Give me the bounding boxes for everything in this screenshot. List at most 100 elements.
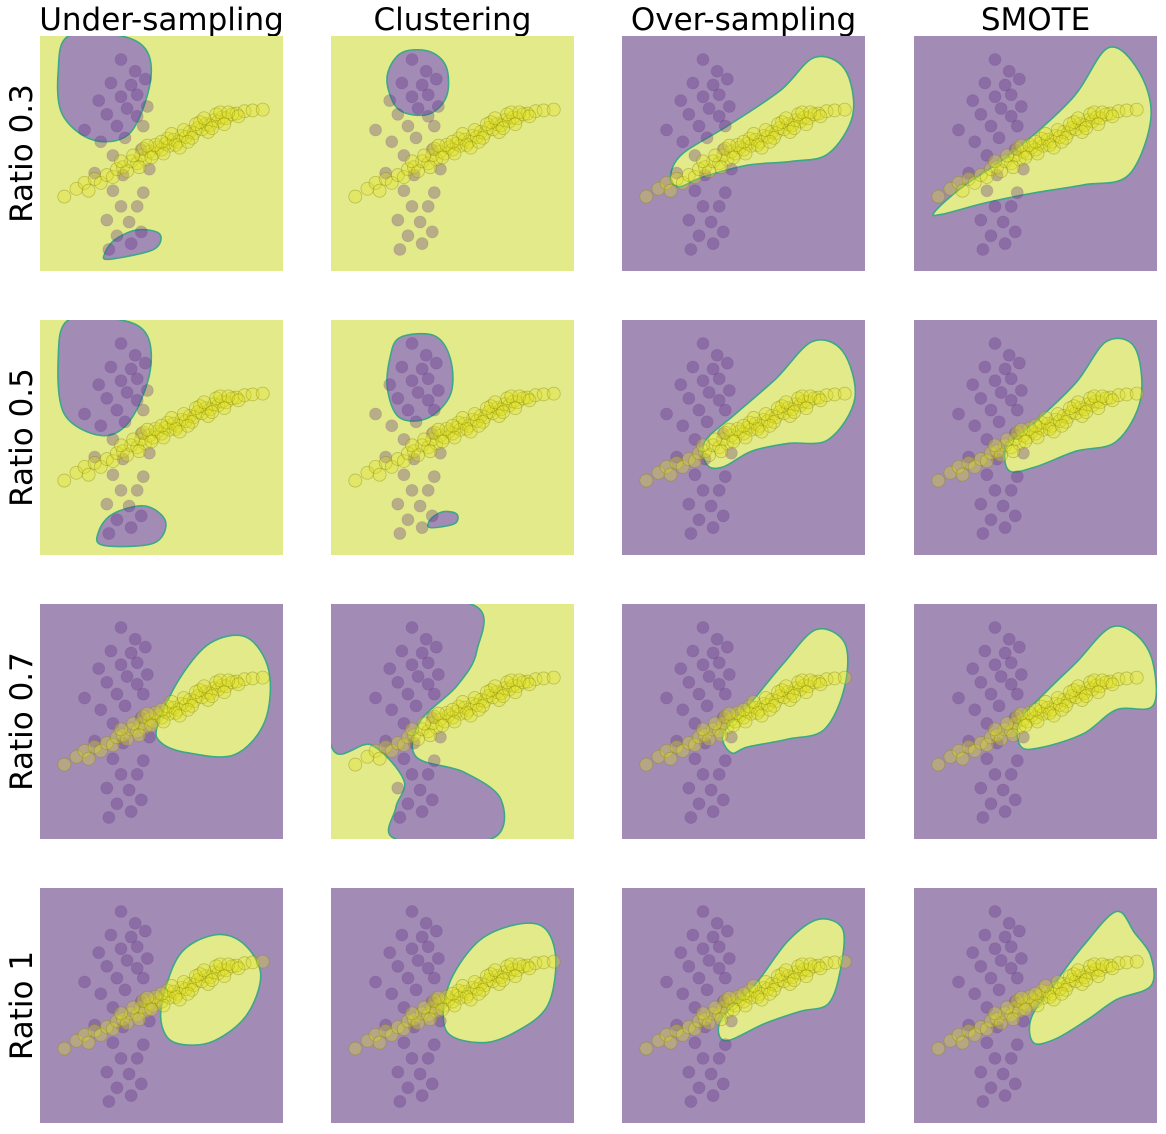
minority-point	[138, 72, 152, 86]
majority-point	[368, 175, 383, 190]
majority-point	[984, 1014, 998, 1029]
minority-point	[980, 184, 994, 198]
minority-point	[992, 415, 1006, 429]
column-title: Over-sampling	[631, 2, 856, 38]
majority-point	[207, 681, 222, 696]
majority-point	[1129, 102, 1144, 117]
majority-point	[781, 685, 795, 700]
majority-point	[1018, 718, 1033, 733]
decision-region	[386, 332, 454, 422]
majority-point	[803, 105, 818, 120]
majority-point	[931, 189, 946, 204]
minority-point	[92, 946, 106, 960]
majority-point	[500, 107, 515, 122]
majority-point	[837, 102, 852, 117]
minority-point	[720, 640, 734, 654]
minority-point	[706, 521, 720, 534]
majority-point	[134, 1000, 149, 1015]
majority-point	[1079, 405, 1094, 419]
majority-point	[211, 114, 226, 129]
majority-point	[482, 689, 496, 703]
minority-point	[78, 691, 91, 705]
majority-point	[698, 1012, 712, 1027]
majority-point	[154, 702, 169, 717]
majority-point	[722, 138, 737, 153]
majority-point	[415, 438, 430, 453]
minority-point	[984, 971, 998, 985]
minority-point	[704, 499, 718, 513]
majority-point	[692, 162, 706, 177]
majority-point	[508, 401, 523, 416]
majority-point	[1091, 685, 1106, 700]
majority-point	[172, 140, 187, 155]
minority-point	[136, 119, 150, 133]
majority-point	[1004, 156, 1019, 171]
majority-point	[1020, 998, 1035, 1013]
majority-point	[191, 973, 205, 987]
minority-point	[670, 734, 684, 748]
minority-point	[94, 987, 108, 1001]
majority-point	[1075, 125, 1089, 139]
minority-point	[92, 662, 106, 676]
majority-point	[714, 444, 729, 459]
majority-point	[754, 992, 769, 1007]
minority-point	[120, 386, 134, 399]
majority-point	[675, 459, 690, 474]
majority-point	[1008, 716, 1023, 731]
majority-point	[766, 698, 781, 713]
minority-point	[710, 64, 724, 78]
majority-point	[99, 452, 114, 466]
majority-point	[702, 1016, 716, 1031]
majority-point	[1008, 148, 1023, 163]
minority-point	[710, 916, 724, 930]
minority-point	[134, 225, 148, 239]
majority-point	[390, 1020, 405, 1034]
minority-point	[976, 811, 990, 824]
minority-point	[1008, 427, 1022, 440]
majority-point	[237, 672, 252, 687]
majority-point	[688, 738, 702, 752]
majority-point	[681, 1020, 696, 1034]
minority-point	[421, 109, 435, 123]
minority-point	[988, 905, 1002, 918]
majority-point	[797, 678, 812, 693]
majority-point	[1020, 146, 1035, 161]
majority-point	[813, 961, 828, 976]
majority-point	[669, 456, 684, 470]
minority-point	[716, 427, 730, 440]
minority-point	[968, 135, 982, 149]
majority-point	[1091, 401, 1106, 416]
majority-point	[130, 1008, 145, 1023]
majority-point	[473, 125, 488, 139]
majority-point	[1046, 424, 1061, 439]
minority-point	[134, 143, 148, 156]
majority-point	[1024, 140, 1039, 155]
minority-point	[134, 427, 148, 440]
minority-point	[405, 1051, 419, 1065]
majority-point	[692, 446, 706, 461]
minority-point	[427, 119, 441, 133]
majority-point	[484, 683, 498, 698]
majority-point	[378, 456, 393, 470]
majority-point	[797, 110, 812, 125]
minority-point	[670, 450, 684, 464]
majority-point	[1052, 982, 1067, 996]
majority-point	[988, 154, 1002, 169]
decision-region	[721, 627, 849, 755]
minority-point	[397, 1036, 411, 1050]
decision-region	[1003, 337, 1143, 473]
majority-point	[231, 677, 246, 692]
majority-point	[136, 993, 151, 1008]
majority-point	[746, 979, 761, 993]
row-title: Ratio 0.3	[4, 84, 40, 223]
majority-point	[546, 102, 561, 117]
majority-point	[1119, 103, 1134, 118]
majority-point	[427, 993, 442, 1008]
majority-point	[1044, 418, 1059, 433]
majority-point	[114, 722, 128, 737]
minority-point	[966, 946, 980, 960]
majority-point	[229, 674, 244, 689]
majority-point	[415, 722, 430, 737]
majority-point	[176, 691, 191, 705]
majority-point	[124, 722, 139, 737]
